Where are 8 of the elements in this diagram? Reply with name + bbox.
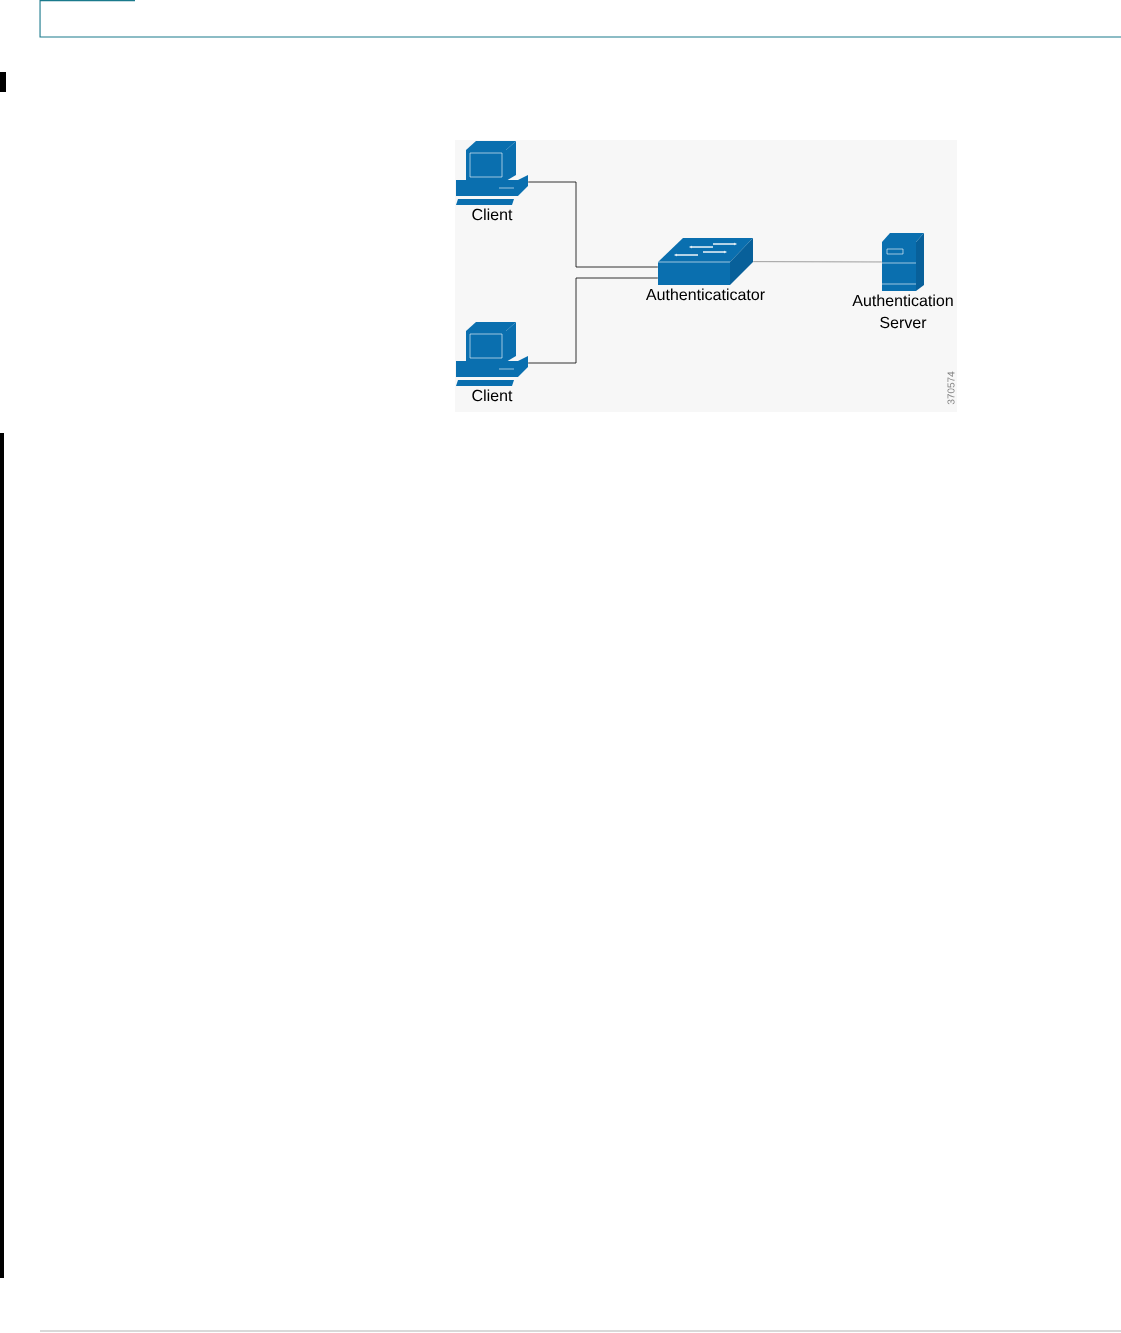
figure-number: 370574 (947, 371, 955, 405)
node-label: Authenticaticator (645, 288, 765, 301)
node-label: Client (472, 389, 513, 402)
connector-line (527, 181, 659, 268)
connector-line (527, 277, 659, 364)
node-label: Client (472, 208, 513, 221)
node-label: Authentication Server (852, 294, 953, 329)
connector-line (752, 261, 883, 263)
